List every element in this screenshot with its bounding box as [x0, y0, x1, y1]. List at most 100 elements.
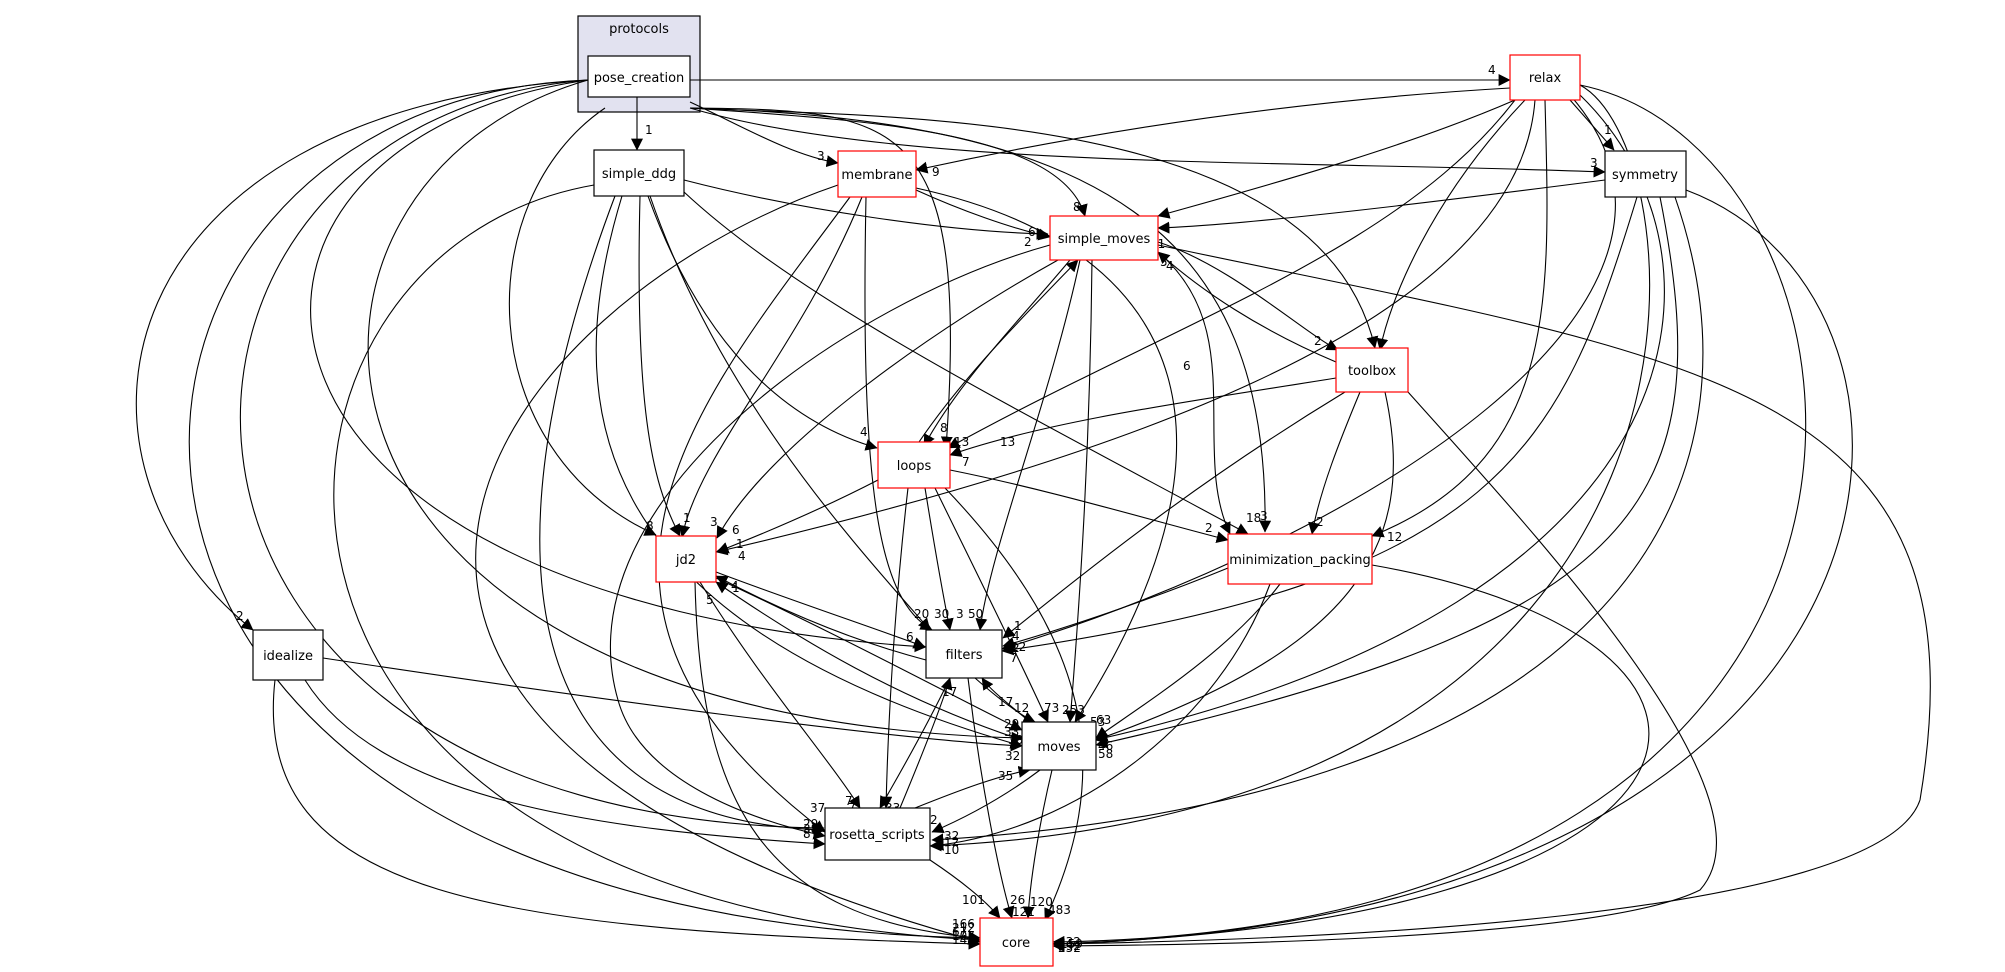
edge-symmetry-simple-moves[interactable] [1157, 179, 1606, 234]
edge-toolbox-minpack[interactable] [1308, 391, 1361, 535]
edge-moves-jd2[interactable] [715, 581, 1023, 741]
edge-label: 1 [645, 123, 653, 137]
edge-relax-simple-moves[interactable] [1157, 99, 1516, 219]
edge-simple-ddg-simple-moves[interactable] [683, 179, 1049, 240]
edge-moves-core[interactable] [1022, 769, 1053, 919]
edge-relax-core[interactable] [1052, 84, 1807, 948]
edge-simple-moves-rosetta-scripts[interactable] [610, 244, 1051, 840]
edge-jd2-filters[interactable] [715, 571, 926, 649]
node-idealize[interactable]: idealize [252, 629, 324, 681]
node-symmetry[interactable]: symmetry [1604, 150, 1687, 198]
edge-pose-creation-core[interactable] [188, 79, 981, 944]
edge-relax-moves[interactable] [1094, 94, 1665, 744]
node-label: pose_creation [594, 71, 685, 86]
edge-relax-minpack[interactable] [1371, 99, 1548, 538]
edge-filters-jd2[interactable] [715, 575, 927, 661]
edge-loops-jd2[interactable] [716, 479, 879, 554]
edge-moves-rosetta-scripts[interactable] [931, 769, 1041, 834]
edge-membrane-core[interactable] [475, 184, 981, 945]
edge-simple-ddg-loops[interactable] [647, 195, 878, 451]
edge-simple-ddg-rosetta-scripts[interactable] [539, 195, 826, 836]
node-pose-creation[interactable]: pose_creation [587, 55, 691, 98]
edge-label: 5 [706, 593, 714, 607]
edge-label: 101 [962, 893, 985, 907]
edge-simple-ddg-jd2[interactable] [638, 195, 681, 537]
cluster-label: protocols [609, 22, 669, 37]
edge-membrane-jd2[interactable] [678, 196, 863, 538]
edge-jd2-core[interactable] [694, 581, 981, 944]
node-simple-ddg[interactable]: simple_ddg [593, 149, 685, 197]
edge-loops-simple-moves[interactable] [914, 259, 1079, 449]
edge-rosetta-scripts-moves[interactable] [914, 765, 1031, 809]
edge-relax-jd2[interactable] [715, 99, 1536, 556]
edge-symmetry-moves[interactable] [1095, 196, 1679, 749]
edge-loops-minpack[interactable] [949, 469, 1229, 543]
edge-idealize-moves[interactable] [322, 657, 1023, 752]
node-core[interactable]: core [979, 917, 1054, 967]
edge-pose-creation-jd2[interactable] [509, 107, 657, 536]
edge-label: 121 [1012, 905, 1035, 919]
node-loops[interactable]: loops [877, 441, 951, 489]
edge-simple-moves-loops[interactable] [923, 259, 1071, 447]
edge-simple-moves-jd2[interactable] [716, 259, 1059, 539]
edge-loops-filters[interactable] [924, 487, 954, 631]
edge-rosetta-scripts-filters[interactable] [899, 677, 953, 809]
edge-minpack-filters[interactable] [1002, 567, 1229, 649]
edge-pose-creation-symmetry[interactable] [689, 107, 1606, 178]
edge-toolbox-moves[interactable] [1095, 391, 1394, 742]
node-minimization-packing[interactable]: minimization_packing [1227, 533, 1373, 585]
edge-toolbox-loops[interactable] [949, 377, 1337, 457]
edge-simple-ddg-moves[interactable] [595, 195, 1023, 749]
node-simple-moves[interactable]: simple_moves [1049, 215, 1159, 261]
edge-loops-core[interactable] [944, 487, 1084, 921]
edge-pose-creation-filters[interactable] [310, 79, 927, 653]
edge-loops-rosetta-scripts[interactable] [880, 487, 909, 809]
edge-relax-toolbox[interactable] [1376, 99, 1526, 351]
node-relax[interactable]: relax [1509, 54, 1581, 101]
edge-pose-creation-idealize[interactable] [135, 79, 589, 631]
edge-toolbox-simple-moves[interactable] [1157, 251, 1337, 363]
node-rosetta-scripts[interactable]: rosetta_scripts [824, 807, 931, 861]
edge-minpack-core[interactable] [1052, 564, 1650, 950]
edge-toolbox-core[interactable] [1052, 391, 1717, 952]
edge-moves-filters[interactable] [981, 677, 1031, 723]
edge-label: 2 [1316, 515, 1324, 529]
edge-symmetry-core[interactable] [1052, 189, 1853, 950]
edge-symmetry-filters[interactable] [1001, 196, 1638, 656]
edge-idealize-rosetta-scripts[interactable] [304, 679, 826, 850]
edge-toolbox-filters[interactable] [1002, 391, 1346, 639]
node-filters[interactable]: filters [925, 629, 1003, 679]
node-jd2[interactable]: jd2 [655, 535, 717, 583]
edge-symmetry-rosetta-scripts[interactable] [931, 196, 1704, 846]
node-toolbox[interactable]: toolbox [1335, 347, 1409, 393]
edge-pose-creation-membrane[interactable] [689, 101, 839, 168]
edge-relax-loops[interactable] [947, 99, 1516, 449]
edge-label: 10 [944, 843, 959, 857]
edge-loops-moves[interactable] [934, 487, 1049, 723]
node-membrane[interactable]: membrane [837, 150, 917, 198]
edge-simple-ddg-core[interactable] [333, 184, 981, 946]
node-moves[interactable]: moves [1021, 721, 1097, 771]
node-label: moves [1037, 740, 1080, 755]
edge-idealize-core[interactable] [272, 679, 981, 950]
edge-simple-moves-moves[interactable] [1064, 259, 1093, 723]
edge-pose-creation-rosetta-scripts[interactable] [239, 79, 825, 834]
edge-simple-moves-minpack[interactable] [1157, 251, 1231, 535]
edge-pose-creation-moves[interactable] [367, 79, 1024, 744]
edge-membrane-rosetta-scripts[interactable] [658, 196, 851, 833]
edge-pose-creation-minpack[interactable] [689, 107, 1272, 533]
edge-simple-moves-toolbox[interactable] [1157, 241, 1339, 351]
edge-membrane-simple-moves[interactable] [915, 189, 1051, 241]
edge-rosetta-scripts-core[interactable] [929, 859, 1001, 919]
edge-label: 6 [906, 630, 914, 644]
edge-filters-rosetta-scripts[interactable] [879, 677, 951, 809]
edge-simple-moves-core[interactable] [1052, 244, 1931, 950]
edge-relax-membrane[interactable] [915, 87, 1511, 174]
edge-jd2-rosetta-scripts[interactable] [699, 581, 861, 809]
edge-simple-ddg-minpack[interactable] [683, 191, 1249, 535]
edge-membrane-moves[interactable] [915, 187, 1178, 723]
edge-label: 4 [1166, 259, 1174, 273]
edge-simple-moves-filters[interactable] [975, 259, 1081, 631]
edge-filters-core[interactable] [967, 677, 1015, 919]
edge-membrane-filters[interactable] [864, 196, 933, 631]
